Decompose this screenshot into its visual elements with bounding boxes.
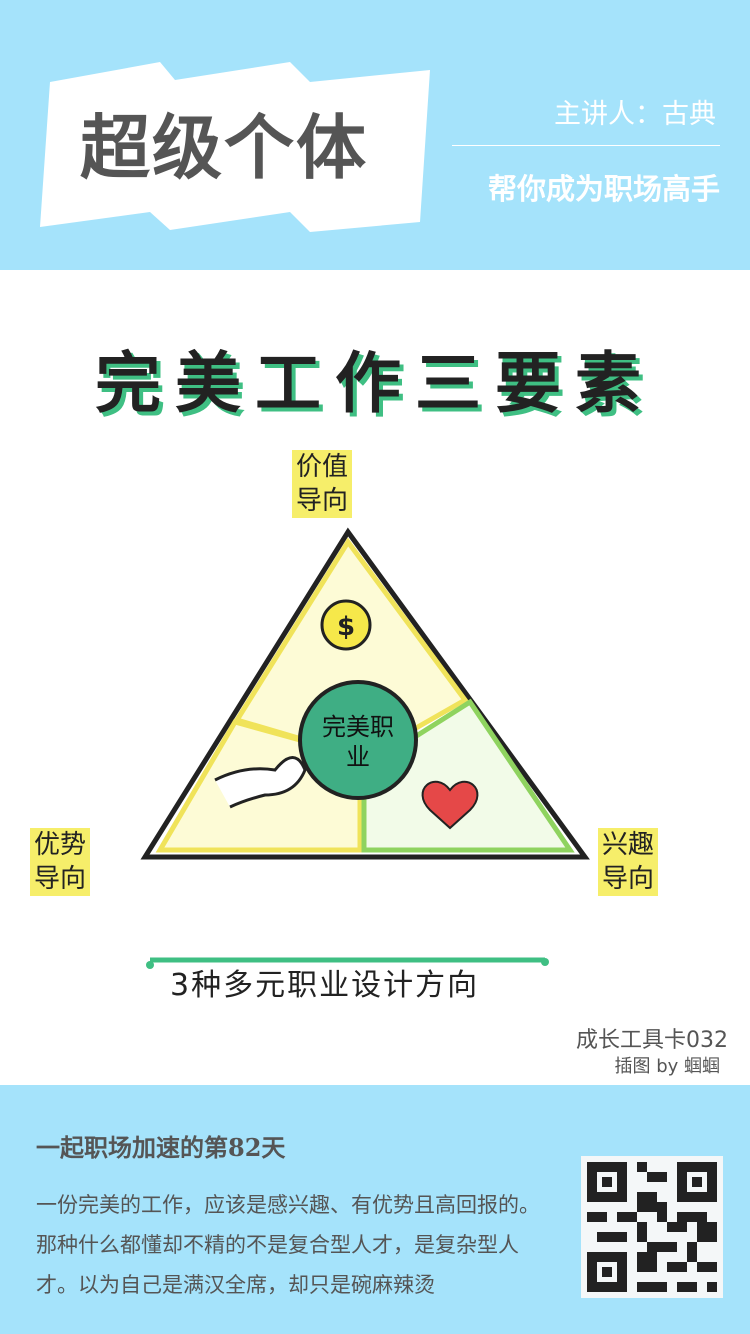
interest-label: 兴趣导向: [598, 828, 659, 896]
footer: 一起职场加速的第82天 一份完美的工作，应该是感兴趣、有优势且高回报的。那种什么…: [0, 1085, 750, 1334]
illustration-card: 完美工作三要素 $ 完美职业 价值导向 优势导向 兴趣导向 3种多元职业设计方向…: [0, 270, 750, 1085]
divider: [452, 145, 720, 146]
coin-icon: [320, 599, 372, 651]
day-title: 一起职场加速的第82天: [36, 1133, 286, 1162]
paper-tape-decoration: [40, 62, 430, 232]
svg-text:$: $: [337, 612, 355, 642]
center-label: 完美职业: [322, 713, 394, 771]
card-title: 完美工作三要素: [95, 345, 655, 422]
strength-label: 优势导向: [30, 828, 91, 896]
illustrator-credit: 插图 by 蝈蝈: [614, 1056, 720, 1077]
flexed-arm-icon: [214, 756, 307, 809]
heart-icon: [421, 780, 479, 830]
slogan: 帮你成为职场高手: [487, 172, 720, 206]
center-circle: [298, 680, 418, 800]
body-text: 一份完美的工作，应该是感兴趣、有优势且高回报的。那种什么都懂却不精的不是复合型人…: [36, 1193, 540, 1297]
qr-code[interactable]: [581, 1156, 723, 1298]
diagram-subtitle: 3种多元职业设计方向: [170, 968, 480, 1003]
series-number: 成长工具卡032: [576, 1028, 728, 1053]
brand-title: 超级个体: [80, 106, 368, 189]
header: 超级个体 主讲人：古典 帮你成为职场高手: [0, 0, 750, 270]
qr-code-icon: [587, 1162, 717, 1292]
triangle-diagram: $: [140, 527, 590, 969]
speaker-label: 主讲人：古典: [554, 99, 716, 130]
value-label: 价值导向: [292, 450, 353, 518]
